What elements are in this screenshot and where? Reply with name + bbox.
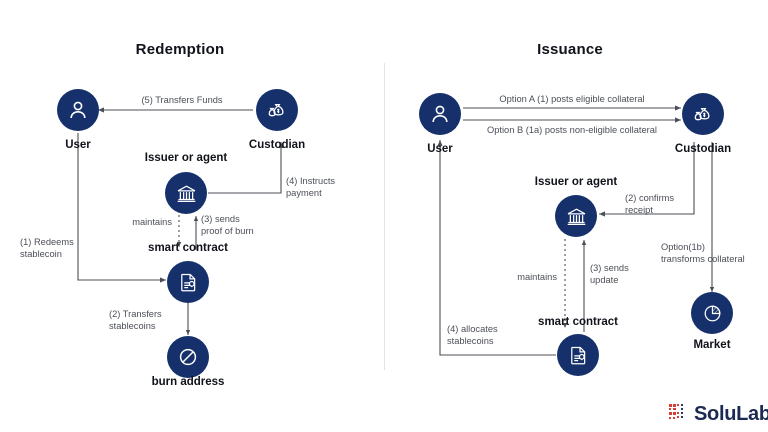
burn-prohibit-icon xyxy=(176,345,200,369)
node-label-burn-address: burn address xyxy=(151,376,225,388)
node-label-market: Market xyxy=(693,339,731,351)
node-label-issuer-redemption: Issuer or agent xyxy=(144,152,228,164)
edge-label-confirms-receipt: (2) confirms receipt xyxy=(625,193,675,216)
node-burn-address[interactable] xyxy=(167,336,209,378)
edge-label-option-b: Option B (1a) posts non-eligible collate… xyxy=(486,125,658,135)
node-custodian-redemption[interactable] xyxy=(256,89,298,131)
pie-chart-icon xyxy=(701,302,724,325)
contract-icon xyxy=(567,344,590,367)
user-icon xyxy=(66,98,90,122)
node-user-issuance[interactable] xyxy=(419,93,461,135)
wire-confirms-receipt xyxy=(598,142,695,217)
panel-title-redemption: Redemption xyxy=(135,41,225,58)
edge-label-sends-update: (3) sends update xyxy=(590,263,629,286)
edge-label-redeems-stablecoin: (1) Redeems stablecoin xyxy=(20,237,74,260)
node-label-custodian-issuance: Custodian xyxy=(674,143,732,155)
node-label-custodian-redemption: Custodian xyxy=(248,139,306,151)
edge-label-instructs-payment: (4) Instructs payment xyxy=(286,176,336,199)
node-smart-contract-redemption[interactable] xyxy=(167,261,209,303)
edge-label-maintains-left: maintains xyxy=(132,217,172,227)
edge-label-transfers-stablecoins: (2) Transfers stablecoins xyxy=(109,309,162,332)
user-icon xyxy=(428,102,452,126)
node-user-redemption[interactable] xyxy=(57,89,99,131)
edge-label-option-1b: Option(1b) transforms collateral xyxy=(661,242,745,265)
edge-label-maintains-right: maintains xyxy=(517,272,557,282)
bank-icon xyxy=(175,182,198,205)
wire-redeems-stablecoin xyxy=(77,133,167,283)
panel-title-issuance: Issuance xyxy=(537,41,603,58)
bank-icon xyxy=(565,205,588,228)
contract-icon xyxy=(177,271,200,294)
node-smart-contract-issuance[interactable] xyxy=(557,334,599,376)
node-label-user-issuance: User xyxy=(427,143,453,155)
node-label-user-redemption: User xyxy=(65,139,91,151)
node-market[interactable] xyxy=(691,292,733,334)
wire-instructs-payment xyxy=(208,141,284,194)
wire-allocates-stablecoins xyxy=(437,139,556,356)
brand-logo: SoluLab xyxy=(668,402,768,427)
money-bags-icon xyxy=(691,102,715,126)
brand-name: SoluLab xyxy=(694,403,768,425)
node-issuer-redemption[interactable] xyxy=(165,172,207,214)
edge-label-option-a: Option A (1) posts eligible collateral xyxy=(499,94,645,104)
panel-divider xyxy=(384,63,385,370)
pixel-grid-logo-icon xyxy=(668,402,688,427)
node-custodian-issuance[interactable] xyxy=(682,93,724,135)
node-label-smart-contract-issuance: smart contract xyxy=(538,316,618,328)
money-bags-icon xyxy=(265,98,289,122)
node-label-issuer-issuance: Issuer or agent xyxy=(534,176,618,188)
edge-label-transfers-funds: (5) Transfers Funds xyxy=(141,95,223,105)
edge-label-proof-of-burn: (3) sends proof of burn xyxy=(201,214,254,237)
edge-label-allocates-stablecoins: (4) allocates stablecoins xyxy=(447,324,498,347)
node-issuer-issuance[interactable] xyxy=(555,195,597,237)
node-label-smart-contract-redemption: smart contract xyxy=(148,242,228,254)
